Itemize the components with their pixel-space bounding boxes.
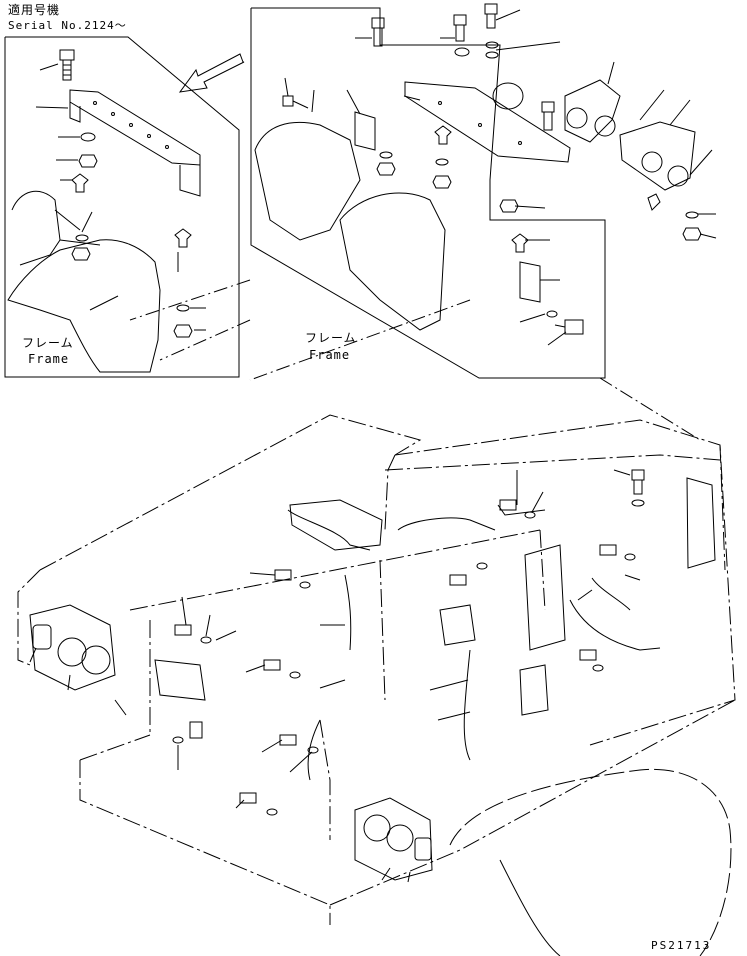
document-code: PS21713: [651, 939, 712, 952]
frame-japanese-label-left: フレーム: [22, 336, 74, 350]
main-bolts: [172, 469, 645, 816]
serial-number-label: Serial No.2124～: [8, 19, 127, 32]
machine-outline: [39, 414, 422, 571]
frame-english-label-left: Frame: [28, 352, 70, 366]
left-bracket: [69, 89, 201, 197]
cab-window-rear: [524, 544, 566, 651]
left-frame-sketch: [7, 239, 161, 373]
middle-detail-frame: [250, 7, 606, 379]
left-detail-view: [4, 36, 240, 378]
left-detail-frame: [4, 36, 240, 378]
middle-bracket: [404, 81, 571, 163]
cab-window-right: [686, 477, 716, 569]
direction-arrow: [178, 53, 245, 93]
frame-japanese-label-middle: フレーム: [305, 331, 357, 345]
lower-lamp-assembly: [354, 797, 433, 881]
rear-lamp-assembly: [564, 79, 696, 191]
track-wheel: [449, 768, 732, 956]
main-machine-view: [17, 414, 736, 956]
buzzer: [492, 82, 524, 110]
left-bolt: [59, 49, 75, 81]
serial-japanese-label: 適用号機: [8, 3, 61, 17]
middle-frame-sketch: [254, 122, 361, 241]
middle-detail-view: [250, 3, 717, 379]
frame-english-label-middle: Frame: [309, 348, 351, 362]
reference-lines: [129, 279, 701, 441]
left-lamp-assembly: [29, 604, 116, 691]
